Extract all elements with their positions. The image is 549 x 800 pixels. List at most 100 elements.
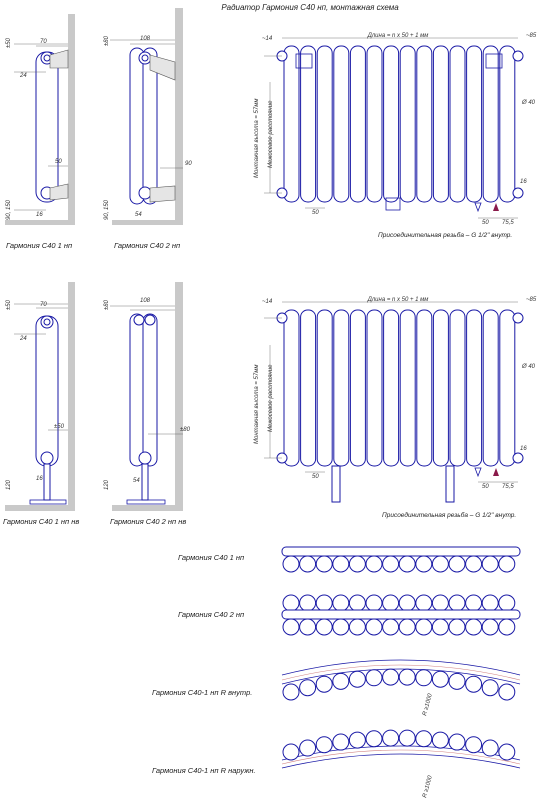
section-circle [398, 618, 416, 636]
section-circle [315, 618, 333, 636]
section-circle [332, 555, 350, 573]
side-view-caption: Гармония С40 2 нп нв [110, 517, 186, 526]
section-circle [299, 679, 317, 697]
radiator-section [316, 45, 333, 203]
section-circle [348, 555, 366, 573]
plan-view-c40-1np-r-outer: Гармония С40-1 нп R наружн. R ≥1000 [152, 729, 521, 799]
radiator-section [499, 309, 516, 467]
right-bottom-cap [512, 187, 524, 199]
section-circle [365, 669, 383, 687]
dim-height-offset: ±50 [6, 37, 12, 48]
header-pipe [281, 546, 521, 557]
floor [112, 505, 183, 511]
bottom-pipe [138, 451, 152, 465]
dim-depth: 54 [133, 478, 140, 484]
header-pipe [281, 609, 521, 620]
section-circle [282, 683, 300, 701]
section-row [282, 729, 516, 761]
dim-height-offset: ±50 [6, 299, 12, 310]
plan-caption: Гармония С40 2 нп [178, 610, 244, 619]
section-circle [348, 670, 366, 688]
section-circle [365, 730, 383, 748]
section-circle [465, 618, 483, 636]
section-circle [382, 594, 400, 612]
section-circle [282, 594, 300, 612]
floor-stand [141, 463, 149, 501]
section-circle [415, 555, 433, 573]
side-view-c40-1np-nv: ±50 70 24 ±50 16 120 Гармония С40 1 нп н… [3, 282, 79, 526]
wall [175, 282, 183, 510]
floor-stand-base [29, 499, 67, 505]
radiator-section [399, 45, 416, 203]
section-circle [282, 618, 300, 636]
dim-depth: 24 [19, 336, 27, 342]
section-circle [332, 733, 350, 751]
bottom-bracket [385, 197, 401, 211]
section-circle [431, 594, 449, 612]
section-circle [415, 618, 433, 636]
section-circle [365, 594, 383, 612]
radiator-section [300, 45, 317, 203]
plan-caption: Гармония С40 1 нп [178, 553, 244, 562]
top-bracket-left [295, 53, 313, 69]
section-circle [299, 739, 317, 757]
radiator-section [283, 45, 300, 203]
section-circle [415, 669, 433, 687]
floor [112, 220, 183, 225]
section-circle [315, 555, 333, 573]
floor [5, 220, 75, 225]
section-circle [315, 675, 333, 693]
dim-bracket: ±50 [54, 424, 65, 430]
section-row [282, 668, 516, 701]
top-bracket-right [485, 53, 503, 69]
section-circle [465, 594, 483, 612]
drawing-title: Радиатор Гармония С40 нп, монтажная схем… [221, 3, 399, 12]
section-circle [382, 618, 400, 636]
floor [5, 505, 75, 511]
dim-16: 16 [520, 179, 527, 185]
dim-diameter: Ø 40 [521, 364, 536, 370]
section-circle [365, 555, 383, 573]
wall [68, 282, 75, 510]
floor-leg-right [445, 465, 455, 503]
right-top-cap [512, 50, 524, 62]
radiator-section [349, 45, 366, 203]
bottom-pipe [138, 186, 152, 200]
dim-floor-gap: 120 [6, 479, 12, 490]
radiator-section-back [142, 47, 158, 205]
radiator-section [366, 309, 383, 467]
dim-50b: 50 [482, 484, 489, 490]
section-circle [348, 731, 366, 749]
section-circle [382, 729, 400, 747]
section-circle [415, 730, 433, 748]
radiator-section [383, 309, 400, 467]
radiator-section [35, 51, 59, 203]
radiator-section [432, 45, 449, 203]
wall-bracket-bottom [149, 185, 176, 203]
front-view-floor-mounted: ~14 Длина = n x 50 + 1 мм ~85 Монтажная … [254, 297, 537, 519]
section-circle [448, 594, 466, 612]
section-circle [299, 555, 317, 573]
dim-50b: 50 [482, 220, 489, 226]
floor-stand-base [126, 499, 166, 505]
section-circle [431, 670, 449, 688]
radiator-section [466, 309, 483, 467]
dim-16: 16 [520, 446, 527, 452]
section-circle [465, 675, 483, 693]
section-circle [481, 555, 499, 573]
radiator-section [35, 315, 59, 467]
dim-width: 108 [140, 36, 151, 42]
thread-note: Присоединительная резьба – G 1/2" внутр. [382, 511, 516, 519]
radiator-section [366, 45, 383, 203]
dim-floor-gap: 90, 150 [104, 199, 110, 220]
section-circle [398, 668, 416, 686]
dim-right-offset: ~85 [526, 33, 537, 39]
side-view-c40-1np: ±50 70 24 50 16 90, 150 Гармония С40 1 н… [5, 14, 75, 250]
radiator-section [482, 309, 499, 467]
section-circle [398, 594, 416, 612]
dim-width: 70 [40, 302, 47, 308]
section-row [282, 555, 516, 573]
right-top-cap [512, 312, 524, 324]
section-circle [415, 594, 433, 612]
radiator-section [283, 309, 300, 467]
